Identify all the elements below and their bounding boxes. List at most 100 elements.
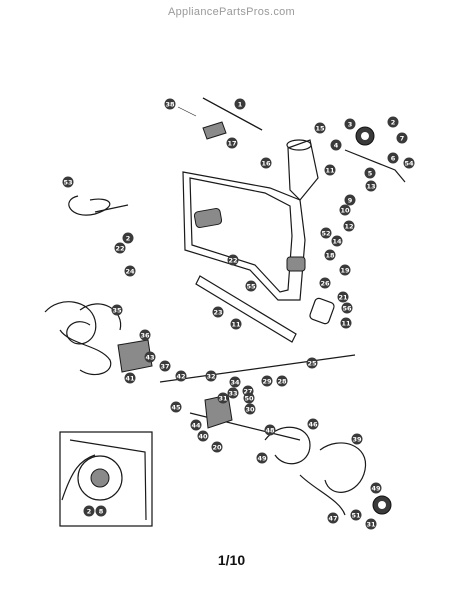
skid-shoe <box>309 297 335 325</box>
callout-c31b: 31 <box>365 518 377 530</box>
callout-c47: 47 <box>327 512 339 524</box>
callout-c51: 51 <box>350 509 362 521</box>
callout-label: 26 <box>320 279 330 287</box>
auger-spiral-left <box>44 301 122 375</box>
callout-label: 15 <box>315 124 325 132</box>
callout-c52: 52 <box>320 227 332 239</box>
callout-label: 34 <box>230 378 240 386</box>
callout-c55: 55 <box>245 280 257 292</box>
callout-c26: 26 <box>319 277 331 289</box>
bearing <box>372 495 392 515</box>
callout-label: 8 <box>99 507 104 515</box>
callout-c22b: 22 <box>227 254 239 266</box>
callout-label: 4 <box>334 141 339 149</box>
callout-c13: 13 <box>365 180 377 192</box>
callout-label: 27 <box>243 387 252 395</box>
callout-c49b: 49 <box>370 482 382 494</box>
callout-label: 13 <box>366 182 375 190</box>
callout-label: 24 <box>125 267 135 275</box>
callout-label: 11 <box>231 320 241 328</box>
callout-label: 30 <box>245 405 255 413</box>
callout-label: 22 <box>115 244 124 252</box>
auger-housing <box>182 171 306 301</box>
callout-label: 12 <box>344 222 353 230</box>
callout-label: 56 <box>342 304 352 312</box>
callout-c5: 5 <box>364 167 376 179</box>
callout-c38: 38 <box>164 98 176 110</box>
crank-bracket <box>202 121 227 140</box>
callout-label: 2 <box>87 507 92 515</box>
callout-label: 25 <box>307 359 317 367</box>
callout-label: 1 <box>238 100 243 108</box>
shave-plate <box>195 275 297 343</box>
callout-label: 5 <box>368 169 373 177</box>
callout-label: 2 <box>126 234 131 242</box>
callout-c50: 50 <box>243 392 255 404</box>
callout-c2b: 2 <box>122 232 134 244</box>
callout-label: 21 <box>338 293 348 301</box>
callout-label: 32 <box>206 372 215 380</box>
callout-label: 51 <box>351 511 361 519</box>
callout-c4: 4 <box>330 139 342 151</box>
callout-label: 53 <box>63 178 72 186</box>
callout-c24: 24 <box>124 265 136 277</box>
callout-c46: 46 <box>307 418 319 430</box>
callout-c41: 41 <box>124 372 136 384</box>
site-watermark: AppliancePartsPros.com <box>167 6 296 18</box>
gear-box <box>117 339 153 373</box>
discharge-chute <box>286 139 319 201</box>
callout-c11a: 11 <box>324 164 336 176</box>
callout-label: 17 <box>227 139 236 147</box>
callout-c45: 45 <box>170 401 182 413</box>
callout-c22a: 22 <box>114 242 126 254</box>
callout-c31a: 31 <box>217 392 229 404</box>
callout-c40: 40 <box>197 430 209 442</box>
callout-c29: 29 <box>261 375 273 387</box>
callout-label: 49 <box>371 484 381 492</box>
callout-label: 14 <box>332 237 342 245</box>
callout-c35: 35 <box>111 304 123 316</box>
callout-c11c: 11 <box>340 317 352 329</box>
callout-label: 45 <box>171 403 181 411</box>
callout-c8: 8 <box>95 505 107 517</box>
callout-label: 20 <box>212 443 222 451</box>
callout-label: 2 <box>391 118 396 126</box>
callout-c17: 17 <box>226 137 238 149</box>
callout-label: 38 <box>165 100 175 108</box>
callout-label: 37 <box>160 362 169 370</box>
callout-c32: 32 <box>205 370 217 382</box>
callout-c56: 56 <box>341 302 353 314</box>
callout-c2a: 2 <box>387 116 399 128</box>
callout-c43: 43 <box>144 351 156 363</box>
callout-label: 18 <box>325 251 335 259</box>
callout-c39: 39 <box>351 433 363 445</box>
callout-c21: 21 <box>337 291 349 303</box>
callout-c34: 34 <box>229 376 241 388</box>
callout-c16: 16 <box>260 157 272 169</box>
callout-c10: 10 <box>339 204 351 216</box>
callout-label: 31 <box>218 394 228 402</box>
callout-label: 44 <box>191 421 201 429</box>
callout-c11b: 11 <box>230 318 242 330</box>
callout-label: 40 <box>198 432 208 440</box>
callout-c9: 9 <box>344 194 356 206</box>
callout-label: 35 <box>112 306 122 314</box>
callout-label: 10 <box>340 206 350 214</box>
callout-label: 3 <box>348 120 353 128</box>
callout-label: 47 <box>328 514 337 522</box>
chute-crank-rod <box>177 97 263 131</box>
callout-label: 43 <box>145 353 154 361</box>
callout-label: 48 <box>265 426 275 434</box>
callout-c18: 18 <box>324 249 336 261</box>
callout-label: 31 <box>366 520 376 528</box>
callout-c30: 30 <box>244 403 256 415</box>
inset-detail-view <box>59 431 153 527</box>
callout-label: 46 <box>308 420 318 428</box>
callout-c6: 6 <box>387 152 399 164</box>
auger-spiral-right <box>264 426 367 516</box>
callout-c44: 44 <box>190 419 202 431</box>
callout-c23: 23 <box>212 306 224 318</box>
callout-label: 9 <box>348 196 353 204</box>
